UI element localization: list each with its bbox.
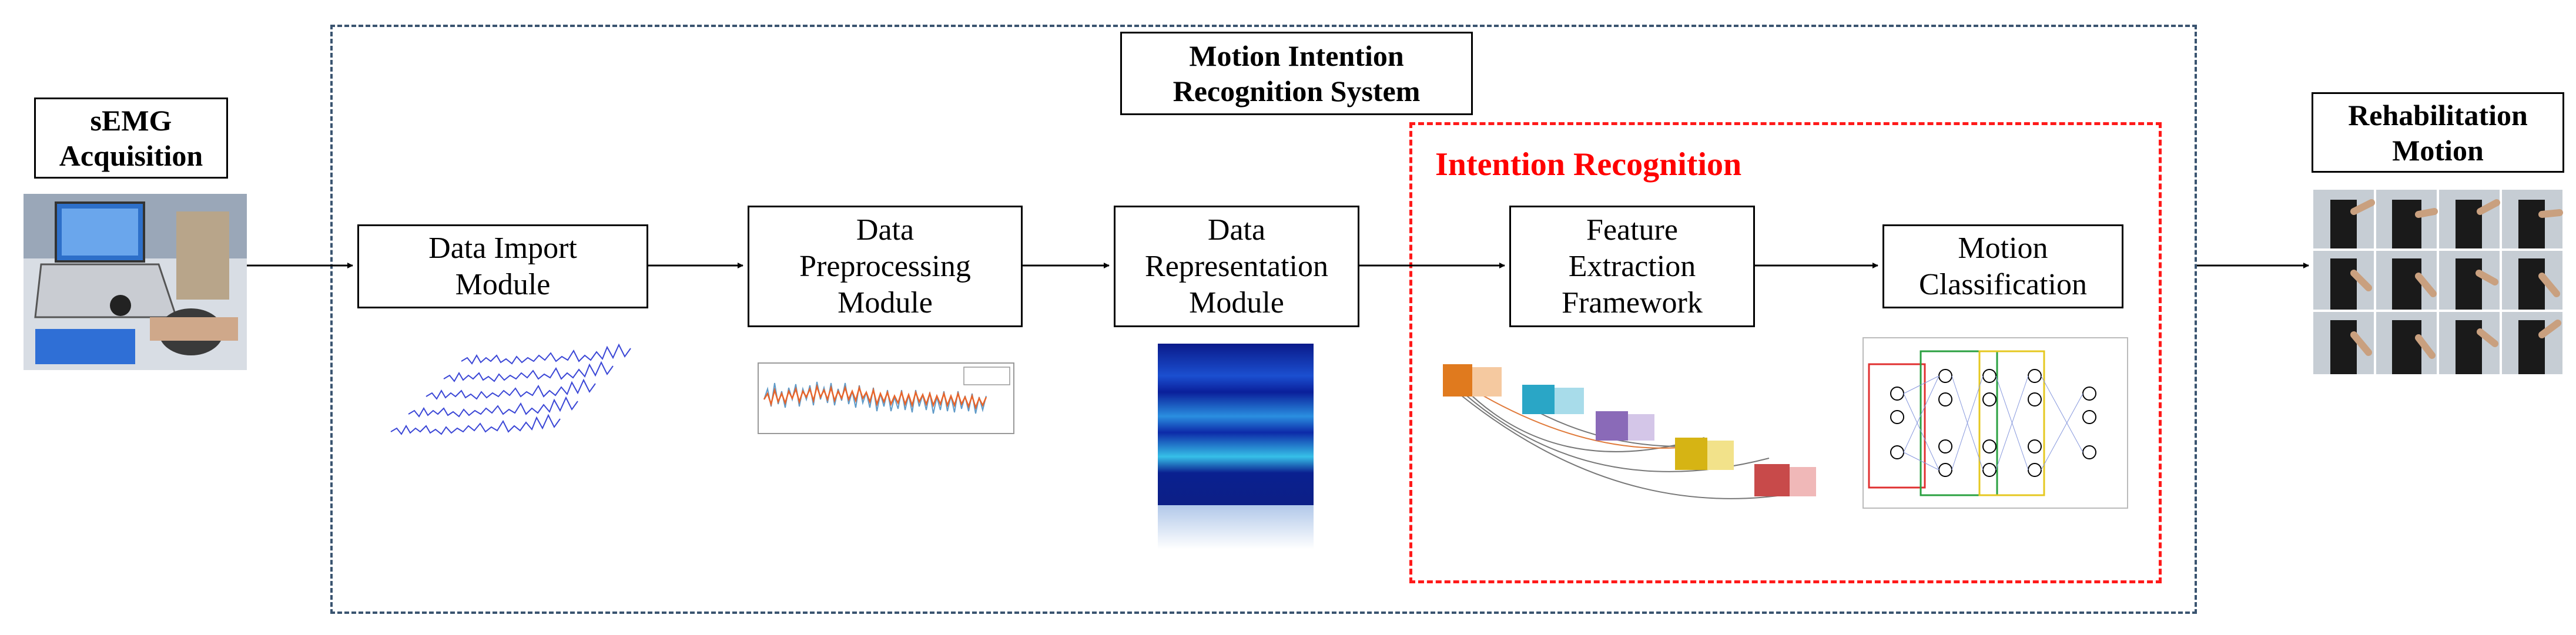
- system-frame: [330, 25, 2197, 614]
- data-import-module: Data Import Module: [357, 224, 648, 308]
- feature-extraction-network: [1443, 364, 1816, 499]
- rehabilitation-motion-photos: [2312, 188, 2564, 376]
- rehabilitation-motion-title: Rehabilitation Motion: [2312, 92, 2564, 173]
- classification-network: [1863, 337, 2128, 509]
- raw-semg-signals: [390, 343, 631, 435]
- data-preprocessing-module: Data Preprocessing Module: [748, 206, 1023, 327]
- intention-recognition-title: Intention Recognition: [1435, 146, 1742, 183]
- feature-extraction-framework: Feature Extraction Framework: [1509, 206, 1755, 327]
- semg-acquisition-photo: [24, 194, 247, 370]
- data-representation-module: Data Representation Module: [1114, 206, 1359, 327]
- representation-heatmap: [1158, 344, 1314, 549]
- system-title: Motion Intention Recognition System: [1120, 32, 1473, 115]
- preprocessing-signal-plot: [758, 362, 1014, 434]
- semg-acquisition-title: sEMG Acquisition: [34, 98, 228, 179]
- motion-classification-module: Motion Classification: [1882, 224, 2123, 308]
- intention-recognition-frame: [1409, 122, 2162, 583]
